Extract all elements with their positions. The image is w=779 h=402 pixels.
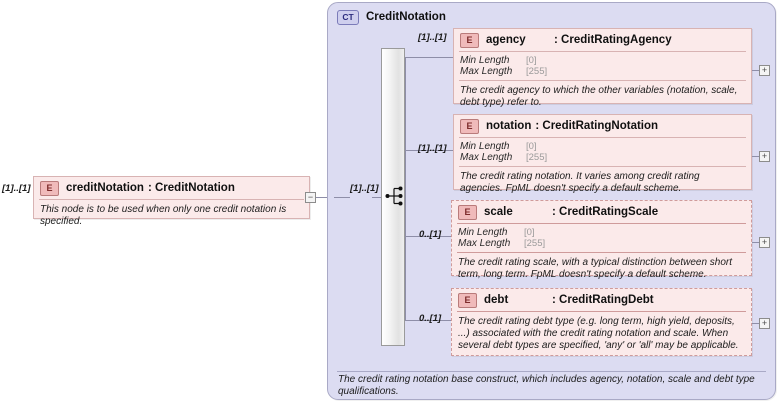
- element-name: debt: [484, 294, 509, 306]
- facets-notation: Min Length [0] Max Length [255]: [454, 138, 751, 166]
- element-type-name: CreditRatingAgency: [561, 34, 672, 46]
- connector-into-sequence: [372, 197, 382, 198]
- complextype-documentation: The credit rating notation base construc…: [338, 374, 755, 397]
- element-icon: E: [40, 180, 59, 196]
- divider: [457, 311, 746, 312]
- element-icon: E: [460, 118, 479, 134]
- element-box-creditNotation[interactable]: E creditNotation : CreditNotation This n…: [33, 176, 310, 227]
- element-type: : CreditRatingScale: [552, 206, 658, 218]
- facet-label: Min Length: [460, 55, 510, 66]
- facet-label: Min Length: [460, 141, 510, 152]
- facet-min-length: Min Length [0]: [460, 141, 745, 152]
- connector-scale-toggle: [752, 242, 759, 243]
- collapse-toggle-creditNotation[interactable]: −: [305, 192, 316, 203]
- facets-agency: Min Length [0] Max Length [255]: [454, 52, 751, 80]
- connector-into-sequence-left: [334, 197, 350, 198]
- element-box-agency[interactable]: E agency : CreditRatingAgency Min Length…: [453, 28, 752, 108]
- complextype-title: CreditNotation: [366, 11, 446, 23]
- element-documentation-agency: The credit agency to which the other var…: [460, 85, 738, 108]
- facet-label: Max Length: [458, 238, 511, 249]
- facet-value: [255]: [526, 152, 548, 163]
- element-type-name: CreditRatingScale: [559, 206, 659, 218]
- cardinality-scale: 0..[1]: [419, 229, 442, 240]
- element-separator: :: [554, 34, 558, 46]
- element-header-scale: E scale : CreditRatingScale: [452, 201, 751, 223]
- root-cardinality: [1]..[1]: [2, 183, 31, 194]
- element-type-name: CreditRatingNotation: [542, 120, 659, 132]
- facet-value: [0]: [526, 141, 537, 152]
- element-icon: E: [458, 292, 477, 308]
- facet-value: [255]: [524, 238, 546, 249]
- element-separator: :: [552, 206, 556, 218]
- element-separator: :: [535, 120, 540, 132]
- element-box-debt[interactable]: E debt : CreditRatingDebt The credit rat…: [451, 288, 752, 356]
- element-name: creditNotation: [66, 182, 144, 194]
- expand-toggle-agency[interactable]: +: [759, 65, 770, 76]
- facet-min-length: Min Length [0]: [458, 227, 745, 238]
- element-icon: E: [460, 32, 479, 48]
- divider: [459, 80, 746, 81]
- facet-max-length: Max Length [255]: [460, 152, 745, 163]
- facet-value: [0]: [526, 55, 537, 66]
- element-box-scale[interactable]: E scale : CreditRatingScale Min Length […: [451, 200, 752, 280]
- facet-label: Min Length: [458, 227, 508, 238]
- connector-agency-toggle: [752, 70, 759, 71]
- element-header-debt: E debt : CreditRatingDebt: [452, 289, 751, 311]
- expand-toggle-debt[interactable]: +: [759, 318, 770, 329]
- element-type: : CreditNotation: [148, 182, 235, 194]
- connector-branch-scale: [405, 236, 451, 237]
- divider: [459, 51, 746, 52]
- facet-value: [0]: [524, 227, 535, 238]
- element-type: : CreditRatingNotation: [535, 120, 658, 132]
- element-documentation-debt: The credit rating debt type (e.g. long t…: [458, 316, 739, 351]
- divider: [337, 371, 766, 372]
- connector-trunk: [405, 57, 406, 320]
- divider: [459, 166, 746, 167]
- element-separator: :: [552, 294, 556, 306]
- divider: [457, 252, 746, 253]
- facet-value: [255]: [526, 66, 548, 77]
- element-header-creditNotation: E creditNotation : CreditNotation: [34, 177, 309, 199]
- element-documentation-creditNotation: This node is to be used when only one cr…: [40, 204, 287, 227]
- expand-toggle-notation[interactable]: +: [759, 151, 770, 162]
- cardinality-debt: 0..[1]: [419, 313, 442, 324]
- facet-min-length: Min Length [0]: [460, 55, 745, 66]
- cardinality-agency: [1]..[1]: [418, 32, 447, 43]
- element-type: : CreditRatingAgency: [554, 34, 672, 46]
- element-type: : CreditRatingDebt: [552, 294, 654, 306]
- cardinality-notation: [1]..[1]: [418, 143, 447, 154]
- element-documentation-scale: The credit rating scale, with a typical …: [458, 257, 733, 280]
- divider: [459, 137, 746, 138]
- element-type-name: CreditRatingDebt: [559, 294, 654, 306]
- connector-root-to-complextype: [316, 197, 328, 198]
- connector-debt-toggle: [752, 323, 759, 324]
- expand-toggle-scale[interactable]: +: [759, 237, 770, 248]
- element-header-notation: E notation : CreditRatingNotation: [454, 115, 751, 137]
- element-icon: E: [458, 204, 477, 220]
- facets-scale: Min Length [0] Max Length [255]: [452, 224, 751, 252]
- facet-max-length: Max Length [255]: [458, 238, 745, 249]
- connector-notation-toggle: [752, 156, 759, 157]
- element-name: agency: [486, 34, 526, 46]
- connector-branch-agency: [405, 57, 453, 58]
- complextype-icon: CT: [337, 9, 359, 25]
- element-name: scale: [484, 206, 513, 218]
- element-type-name: CreditNotation: [155, 182, 235, 194]
- element-separator: :: [147, 182, 152, 194]
- divider: [457, 223, 746, 224]
- complextype-cardinality: [1]..[1]: [350, 183, 379, 194]
- facet-max-length: Max Length [255]: [460, 66, 745, 77]
- element-documentation-notation: The credit rating notation. It varies am…: [460, 171, 700, 194]
- facet-label: Max Length: [460, 66, 513, 77]
- facet-label: Max Length: [460, 152, 513, 163]
- element-header-agency: E agency : CreditRatingAgency: [454, 29, 751, 51]
- sequence-icon: [385, 186, 403, 206]
- connector-branch-notation: [405, 150, 453, 151]
- element-name: notation: [486, 120, 532, 132]
- complextype-header: CT CreditNotation: [328, 3, 775, 25]
- element-box-notation[interactable]: E notation : CreditRatingNotation Min Le…: [453, 114, 752, 194]
- divider: [39, 199, 304, 200]
- connector-branch-debt: [405, 320, 451, 321]
